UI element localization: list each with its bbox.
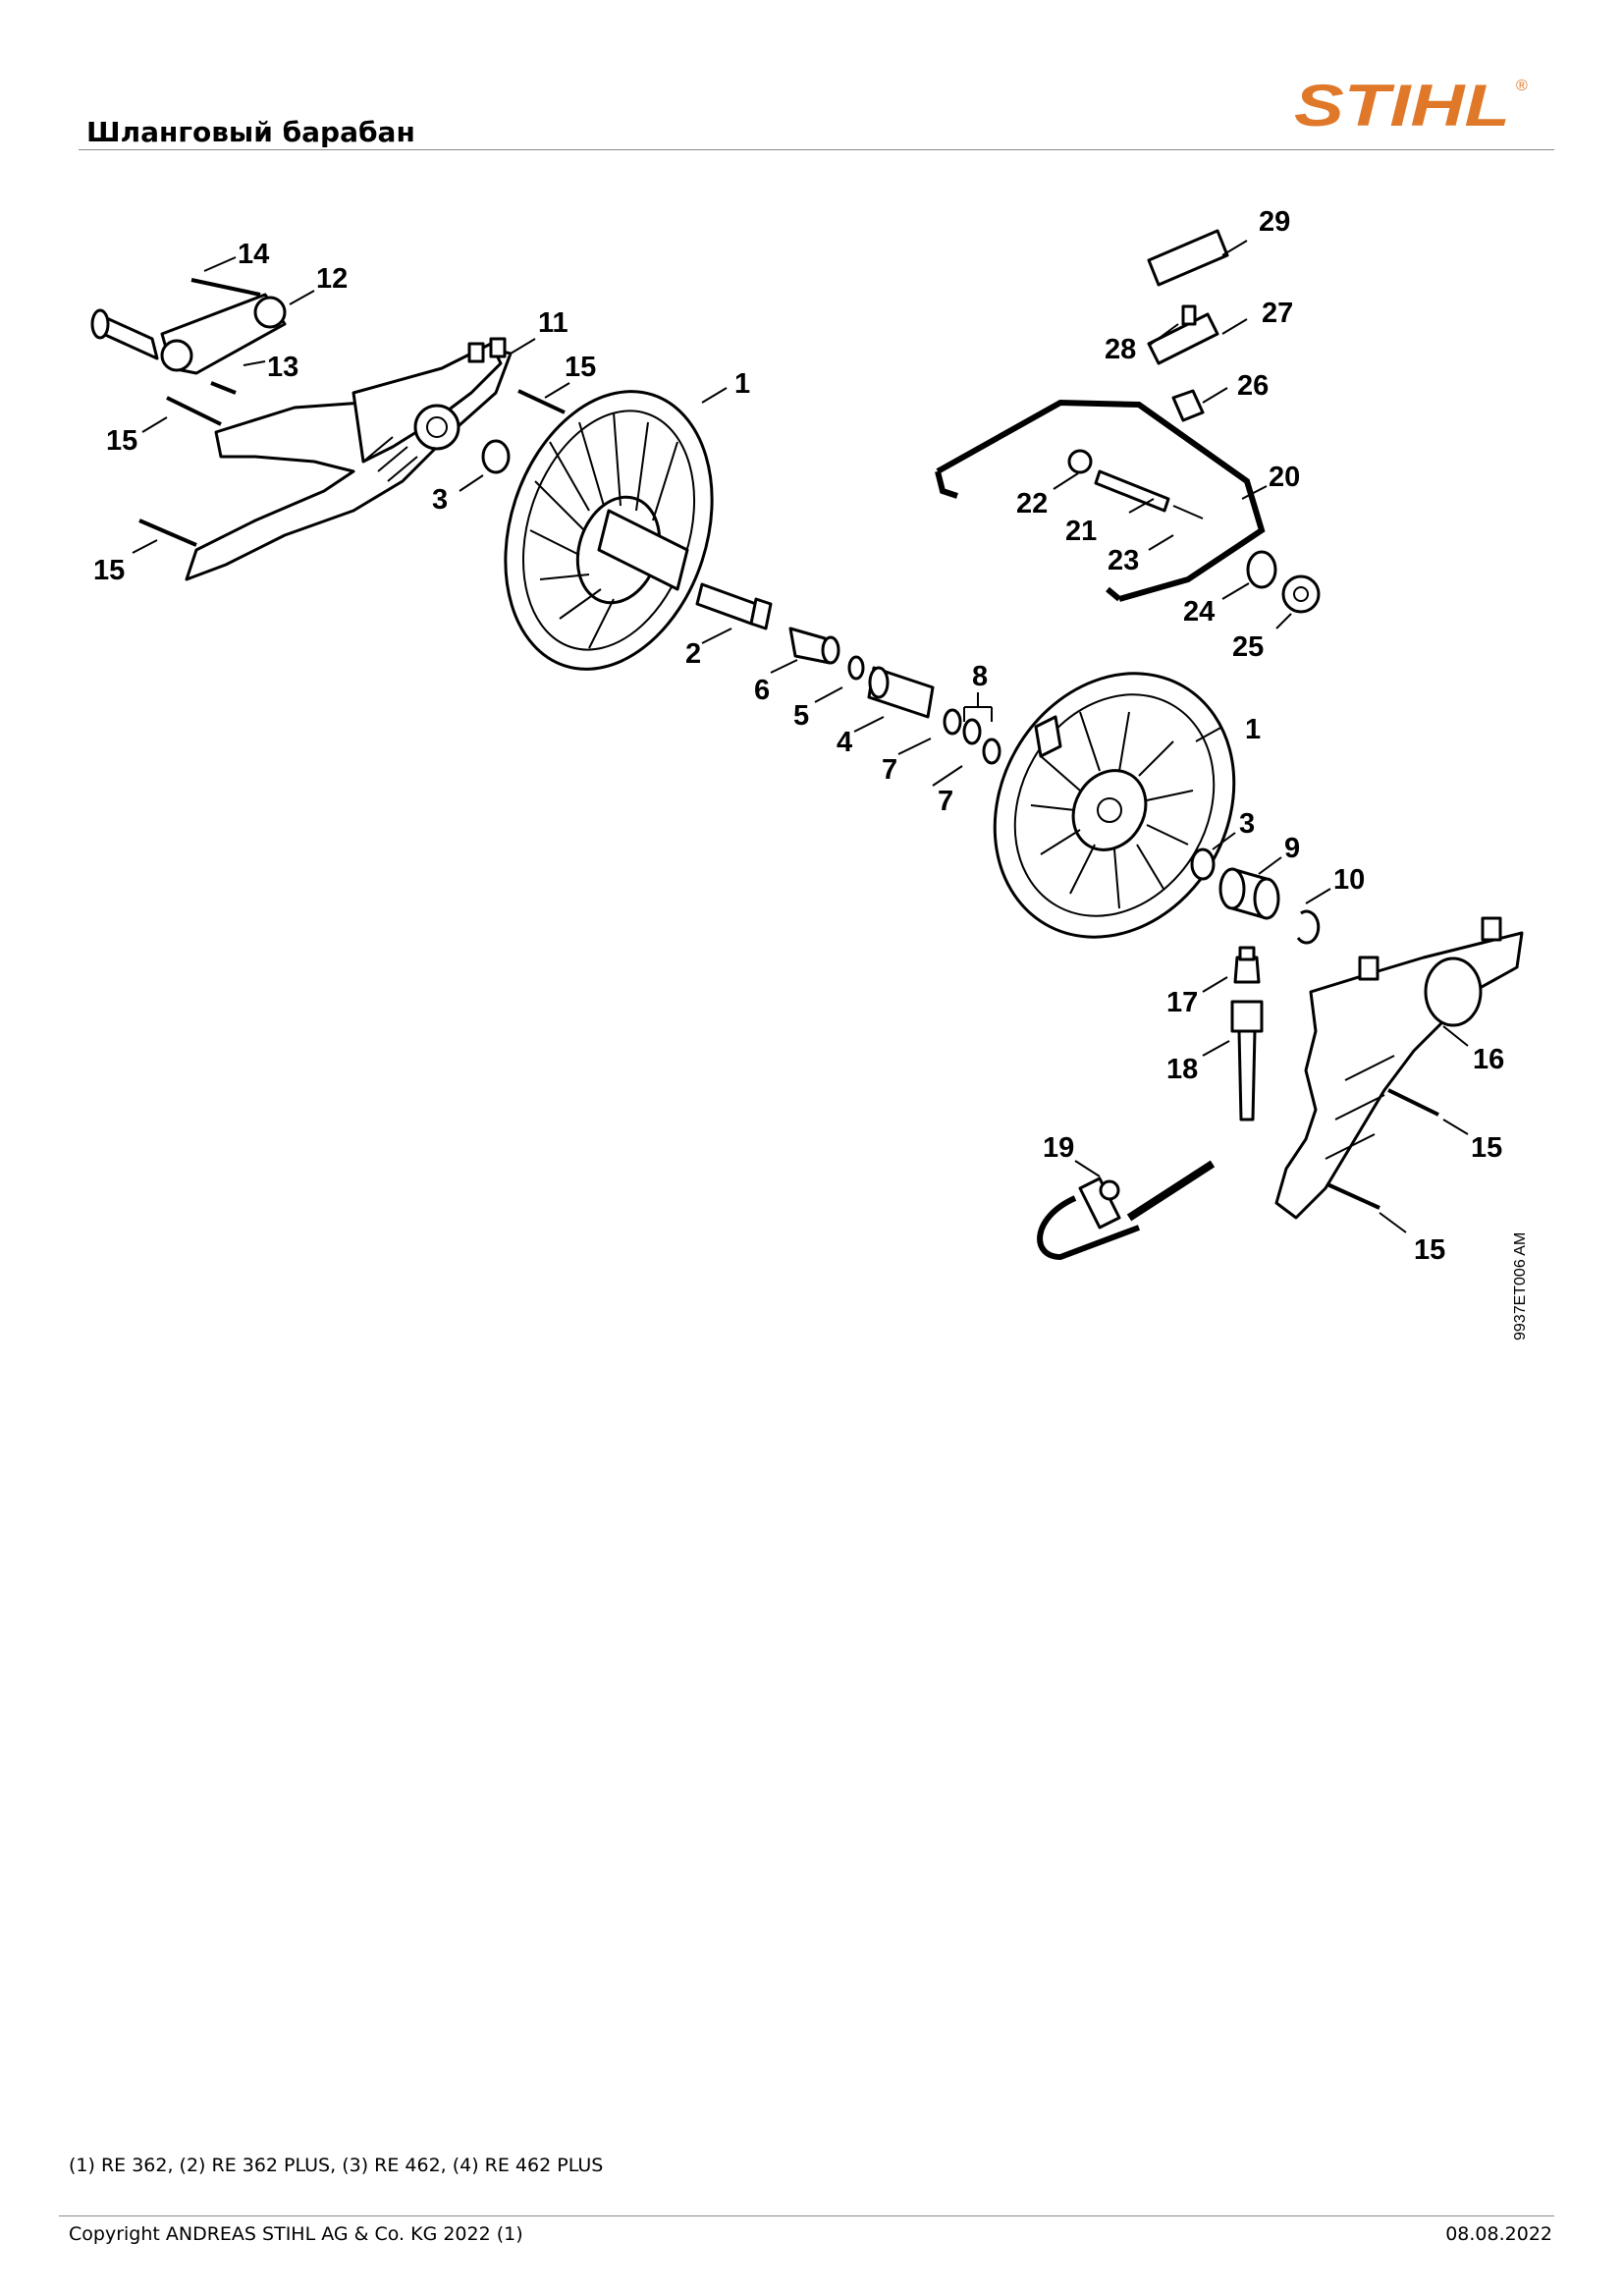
callout-label: 3 bbox=[432, 484, 448, 516]
bracket-part bbox=[935, 399, 1266, 602]
screw-part bbox=[1387, 1088, 1439, 1117]
o-ring-part bbox=[847, 655, 865, 681]
bushing-part bbox=[1190, 847, 1216, 881]
callout-label: 3 bbox=[1239, 808, 1255, 840]
callout-label: 21 bbox=[1065, 516, 1097, 547]
callout-label: 1 bbox=[734, 368, 750, 400]
exploded-parts-diagram: 1 1 2 3 3 4 5 6 7 7 8 9 10 11 12 13 14 1… bbox=[90, 206, 1524, 1266]
callout-label: 15 bbox=[1414, 1234, 1445, 1266]
callout-label: 15 bbox=[1471, 1132, 1502, 1164]
circlip-part bbox=[1296, 909, 1321, 945]
hose-connector-part bbox=[1230, 1000, 1264, 1121]
footer-divider bbox=[59, 2215, 1554, 2216]
header-divider bbox=[79, 149, 1554, 150]
bearing-part bbox=[1218, 867, 1280, 920]
date-text: 08.08.2022 bbox=[1445, 2223, 1552, 2245]
left-frame-part bbox=[185, 337, 513, 581]
swivel-joint-part bbox=[867, 666, 935, 719]
o-ring-part bbox=[943, 708, 962, 736]
callout-label: 20 bbox=[1269, 462, 1300, 493]
fitting-part bbox=[1233, 946, 1261, 984]
callout-label: 12 bbox=[316, 263, 348, 295]
callout-label: 10 bbox=[1333, 864, 1365, 896]
callout-label: 29 bbox=[1259, 206, 1290, 238]
drawing-id: 9937ET006 AM bbox=[1512, 1231, 1529, 1340]
callout-label: 8 bbox=[972, 661, 988, 692]
nut-part bbox=[788, 627, 840, 665]
star-nut-part bbox=[1281, 574, 1321, 614]
connecting-hose-part bbox=[1037, 1160, 1216, 1261]
callout-label: 25 bbox=[1232, 631, 1264, 663]
callout-label: 28 bbox=[1105, 334, 1136, 365]
callout-label: 19 bbox=[1043, 1132, 1074, 1164]
callout-label: 23 bbox=[1108, 545, 1139, 576]
screw-part bbox=[210, 381, 237, 395]
callout-label: 24 bbox=[1183, 596, 1215, 628]
callout-label: 7 bbox=[882, 754, 897, 786]
callout-label: 11 bbox=[538, 307, 568, 339]
callout-label: 26 bbox=[1237, 370, 1269, 402]
callout-label: 15 bbox=[565, 352, 596, 383]
callout-label: 4 bbox=[837, 727, 852, 758]
callout-labels: 1 1 2 3 3 4 5 6 7 7 8 9 10 11 12 13 14 1… bbox=[93, 206, 1504, 1266]
callout-label: 9 bbox=[1284, 833, 1300, 864]
o-ring-part bbox=[982, 738, 1001, 765]
drum-disc-left-part bbox=[504, 390, 714, 671]
models-note: (1) RE 362, (2) RE 362 PLUS, (3) RE 462,… bbox=[69, 2155, 604, 2176]
callout-label: 18 bbox=[1166, 1054, 1198, 1085]
callout-label: 17 bbox=[1166, 987, 1198, 1018]
handle-part bbox=[90, 293, 287, 375]
callout-label: 22 bbox=[1016, 488, 1048, 519]
o-ring-part bbox=[962, 718, 982, 745]
callout-label: 2 bbox=[685, 638, 701, 670]
stihl-logo-text: STIHL bbox=[1294, 73, 1510, 138]
callout-label: 16 bbox=[1473, 1044, 1504, 1075]
screw-part bbox=[138, 519, 197, 547]
screw-part bbox=[1326, 1182, 1380, 1210]
clamp-part bbox=[1147, 229, 1229, 422]
stihl-logo: STIHL ® bbox=[1294, 73, 1528, 138]
callout-label: 13 bbox=[267, 352, 298, 383]
callout-label: 27 bbox=[1262, 298, 1293, 329]
bushing-part bbox=[481, 439, 511, 474]
copyright-text: Copyright ANDREAS STIHL AG & Co. KG 2022… bbox=[69, 2223, 523, 2245]
callout-label: 15 bbox=[106, 425, 137, 457]
knob-part bbox=[1246, 550, 1277, 589]
callout-label: 6 bbox=[754, 675, 770, 706]
pin-part bbox=[190, 278, 261, 297]
right-frame-part bbox=[1274, 916, 1524, 1220]
axle-part bbox=[695, 582, 773, 630]
callout-label: 5 bbox=[793, 700, 809, 732]
drum-disc-right-part bbox=[993, 672, 1236, 939]
stihl-logo-registered: ® bbox=[1516, 78, 1528, 94]
screw-part bbox=[517, 389, 566, 414]
callout-label: 14 bbox=[238, 239, 269, 270]
screw-part bbox=[166, 396, 222, 426]
callout-label: 1 bbox=[1245, 714, 1261, 745]
callout-label: 15 bbox=[93, 555, 125, 586]
leader-lines bbox=[132, 240, 1469, 1233]
callout-label: 7 bbox=[938, 786, 953, 817]
page-title: Шланговый барабан bbox=[86, 116, 415, 148]
